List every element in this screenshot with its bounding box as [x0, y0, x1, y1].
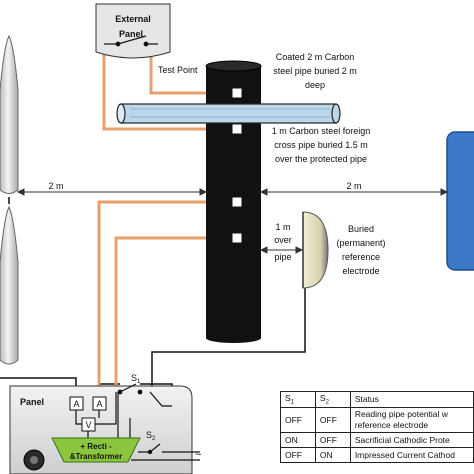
table-header-row: S1 S2 Status — [280, 391, 474, 408]
row3-s1: OFF — [280, 446, 316, 463]
rectifier-transformer — [51, 437, 141, 463]
header-s1: S1 — [280, 391, 316, 408]
test-point-1 — [231, 87, 243, 99]
table-row: OFF ON Impressed Current Cathod — [280, 446, 474, 463]
voltmeter-label: V — [85, 420, 91, 430]
row3-status: Impressed Current Cathod — [349, 446, 474, 463]
switch-s1 — [117, 383, 143, 395]
foreign-pipe-end-left — [116, 103, 126, 124]
foreign-cross-pipe — [120, 103, 337, 124]
foreign-pipe-label-2: cross pipe buried 1.5 m — [274, 140, 368, 150]
row1-s2: OFF — [314, 406, 351, 433]
reference-electrode-label-3: reference — [342, 252, 380, 262]
row2-s1: ON — [280, 431, 316, 448]
foreign-pipe-texture — [130, 108, 330, 118]
sacrificial-anode-lower — [0, 205, 19, 365]
test-point-label: Test Point — [158, 65, 198, 75]
distance-left-label: 2 m — [48, 181, 63, 191]
rectifier-label-1: + Recti - — [80, 442, 112, 451]
test-point-4 — [231, 232, 243, 244]
control-panel-label: Panel — [20, 397, 44, 407]
coated-pipe-label-1: Coated 2 m Carbon — [276, 52, 355, 62]
foreign-pipe-end-right — [331, 103, 341, 124]
switch-s2-label: S2 — [146, 430, 156, 442]
reference-distance-label-3: pipe — [274, 252, 291, 262]
dimension-reference — [259, 246, 304, 254]
sacrificial-anode-upper — [0, 34, 19, 194]
row2-s2: OFF — [314, 431, 351, 448]
coated-pipe-label-2: steel pipe buried 2 m — [273, 66, 357, 76]
test-point-3 — [231, 196, 243, 208]
protected-pipe-bottom — [206, 333, 261, 343]
table-row: ON OFF Sacrificial Cathodic Prote — [280, 431, 474, 448]
switch-s2 — [131, 443, 200, 461]
external-panel-label-1: External — [115, 14, 151, 24]
row2-status: Sacrificial Cathodic Prote — [349, 431, 474, 448]
switch-s1-label: S1 — [131, 373, 141, 385]
external-panel-switch — [104, 35, 158, 47]
dimension-left — [16, 188, 208, 196]
ammeter-1-label: A — [73, 399, 79, 409]
foreign-pipe-label-3: over the protected pipe — [275, 154, 367, 164]
rectifier-label-2: &Transformer — [70, 452, 122, 461]
header-status: Status — [349, 391, 474, 408]
reference-electrode-label-2: (permanent) — [336, 238, 385, 248]
header-s2: S2 — [314, 391, 351, 408]
reference-electrode-label-1: Buried — [348, 224, 374, 234]
reference-distance-label-2: over — [274, 235, 292, 245]
row1-s1: OFF — [280, 406, 316, 433]
panel-internal-wiring — [75, 391, 172, 438]
panel-lead-wires — [97, 200, 237, 397]
foreign-pipe-label-1: 1 m Carbon steel foreign — [272, 126, 371, 136]
coated-pipe-label-3: deep — [305, 80, 325, 90]
reference-electrode-label-4: electrode — [342, 266, 379, 276]
test-point-2 — [231, 123, 243, 135]
external-panel-label-2: Panel — [119, 29, 143, 39]
protected-pipe-top — [205, 60, 262, 72]
ammeter-2-label: A — [96, 399, 102, 409]
row3-s2: ON — [314, 446, 351, 463]
reference-electrode — [302, 211, 329, 289]
switch-status-table: S1 S2 Status OFF OFF Reading pipe potent… — [280, 391, 474, 463]
dimension-right — [259, 188, 449, 196]
reference-distance-label-1: 1 m — [275, 222, 290, 232]
distance-right-label: 2 m — [346, 181, 361, 191]
impressed-current-anode — [446, 131, 474, 271]
ac-supply-symbol: ~ — [195, 449, 201, 461]
